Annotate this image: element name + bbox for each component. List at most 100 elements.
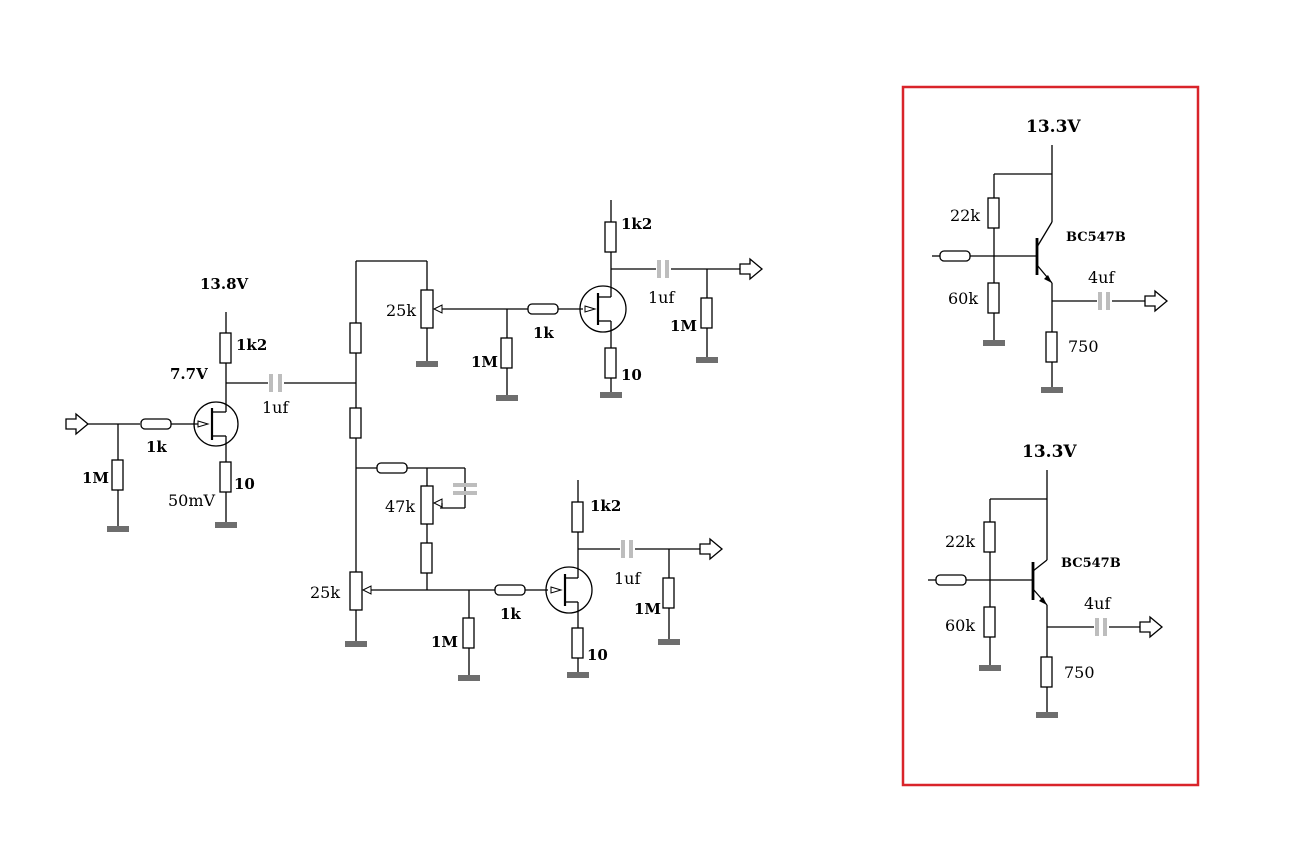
source-resistor-label: 10 [234, 475, 255, 493]
bottom-output-capacitor-plate [1103, 618, 1107, 636]
bottom-cap-label: 4uf [1084, 594, 1111, 613]
lower-coupling-capacitor-plate [629, 540, 633, 558]
upper-jfet-transistor-icon [579, 285, 627, 333]
supply-label: 13.8V [200, 275, 249, 293]
top-output-capacitor-plate [1106, 292, 1110, 310]
upper-bias-resistor-label: 1M [471, 353, 498, 371]
upper-source-resistor [604, 347, 617, 379]
upper-coupling-cap-label: 1uf [648, 288, 675, 307]
gate-resistor-label: 1k [146, 438, 167, 456]
ground-icon [496, 395, 518, 401]
lower-source-resistor [571, 627, 584, 659]
bypass-capacitor-plate [453, 491, 477, 495]
lower-jfet-branch: 1k2 1uf 1k 1M 1M 10 [371, 480, 724, 681]
divider-resistor-top [349, 322, 362, 354]
input-resistor-label: 1M [82, 469, 109, 487]
ground-icon [416, 361, 438, 367]
top-output-arrow-icon [1144, 289, 1169, 313]
divider-resistor-mid [349, 407, 362, 439]
ground-icon [979, 665, 1001, 671]
ground-icon [107, 526, 129, 532]
top-output-capacitor [1098, 292, 1102, 310]
upper-output-arrow-icon [739, 257, 764, 281]
trim-potentiometer [420, 485, 434, 525]
ground-icon [345, 641, 367, 647]
bottom-r-bottom-label: 60k [945, 616, 975, 635]
ground-icon [567, 672, 589, 678]
top-supply-label: 13.3V [1026, 117, 1081, 137]
top-base-resistor [939, 250, 971, 262]
ground-icon [600, 392, 622, 398]
top-emitter-resistor-label: 750 [1068, 337, 1099, 356]
bottom-bias-resistor-upper [983, 521, 996, 553]
trim-lower-resistor [420, 542, 433, 574]
bypass-capacitor [453, 483, 477, 487]
bjt-stages-frame [901, 85, 1200, 787]
input-resistor [111, 459, 124, 491]
jfet-input-stage: 13.8V 7.7V 1k2 1uf 1k 1M 10 50mV [65, 275, 356, 532]
lower-bias-resistor [462, 617, 475, 649]
coupling-capacitor-plate [278, 374, 282, 392]
jfet-transistor-icon [193, 401, 239, 447]
lower-pot-label: 25k [310, 583, 340, 602]
drain-resistor-label: 1k2 [236, 336, 267, 354]
lower-bias-resistor-label: 1M [431, 633, 458, 651]
bottom-base-resistor [935, 574, 967, 586]
top-r-bottom-label: 60k [948, 289, 978, 308]
ground-icon [1036, 712, 1058, 718]
trim-pot-label: 47k [385, 497, 415, 516]
upper-coupling-capacitor-plate [665, 260, 669, 278]
drain-resistor [219, 332, 232, 364]
top-cap-label: 4uf [1088, 268, 1115, 287]
bottom-transistor-label: BC547B [1061, 556, 1121, 571]
top-transistor-label: BC547B [1066, 230, 1126, 245]
upper-gate-resistor-label: 1k [533, 324, 554, 342]
lower-drain-resistor [571, 501, 584, 533]
lower-output-resistor-label: 1M [634, 600, 661, 618]
bottom-output-arrow-icon [1139, 615, 1164, 639]
upper-source-resistor-label: 10 [621, 366, 642, 384]
lower-jfet-transistor-icon [545, 566, 593, 614]
upper-gate-resistor [527, 303, 559, 315]
gate-resistor [140, 418, 172, 430]
bottom-emitter-resistor-label: 750 [1064, 663, 1095, 682]
bottom-r-top-label: 22k [945, 532, 975, 551]
top-bias-resistor-upper [987, 197, 1000, 229]
source-resistor [219, 461, 232, 493]
ground-icon [215, 522, 237, 528]
ground-icon [1041, 387, 1063, 393]
upper-potentiometer [420, 289, 434, 329]
bottom-emitter-resistor [1040, 656, 1053, 688]
lower-source-resistor-label: 10 [587, 646, 608, 664]
drain-voltage-label: 7.7V [170, 365, 208, 383]
bjt-stage-bottom: 13.3V 22k BC547B 4uf 60k 750 [928, 442, 1164, 718]
bottom-output-capacitor [1095, 618, 1099, 636]
upper-jfet-branch: 25k 1M 1k 1k2 10 1uf 1M [386, 200, 764, 401]
lower-gate-resistor [494, 584, 526, 596]
lower-coupling-cap-label: 1uf [614, 569, 641, 588]
upper-output-resistor-label: 1M [670, 317, 697, 335]
trim-series-resistor [376, 462, 408, 474]
upper-drain-resistor-label: 1k2 [621, 215, 652, 233]
upper-pot-label: 25k [386, 301, 416, 320]
ground-icon [696, 357, 718, 363]
top-emitter-resistor [1045, 331, 1058, 363]
source-voltage-label: 50mV [168, 491, 216, 510]
ground-icon [658, 639, 680, 645]
top-r-top-label: 22k [950, 206, 980, 225]
upper-bias-resistor [500, 337, 513, 369]
lower-output-resistor [662, 577, 675, 609]
coupling-capacitor [269, 374, 273, 392]
upper-output-resistor [700, 297, 713, 329]
bottom-bias-resistor-lower [983, 606, 996, 638]
lower-potentiometer [349, 571, 363, 611]
coupling-cap-label: 1uf [262, 398, 289, 417]
lower-drain-resistor-label: 1k2 [590, 497, 621, 515]
divider-network: 47k 25k [310, 260, 477, 647]
input-arrow-icon [65, 412, 90, 436]
lower-output-arrow-icon [699, 537, 724, 561]
lower-gate-resistor-label: 1k [500, 605, 521, 623]
bottom-supply-label: 13.3V [1022, 442, 1077, 462]
upper-drain-resistor [604, 221, 617, 253]
